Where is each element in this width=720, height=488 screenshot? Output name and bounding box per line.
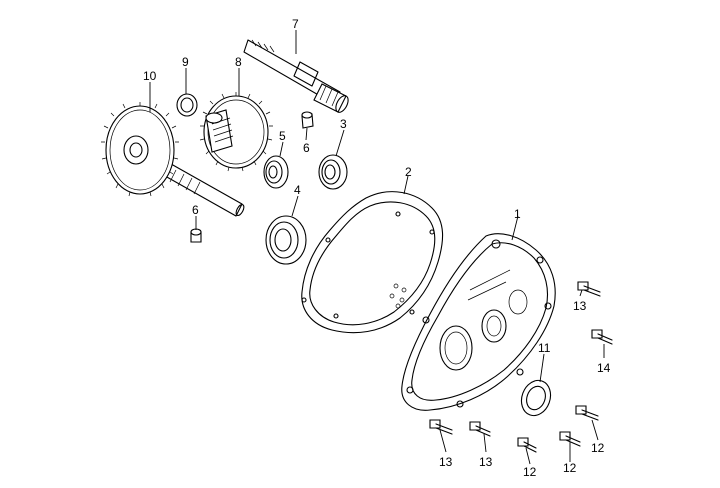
callout-4: 4	[294, 183, 301, 197]
callout-12-mid: 12	[563, 461, 577, 475]
part-12-bolt-mid	[559, 431, 581, 447]
part-13-bolt-right	[577, 281, 601, 297]
callout-11: 11	[538, 341, 551, 355]
callout-7: 7	[292, 17, 299, 31]
part-11-oil-seal	[520, 379, 552, 417]
part-6-dowel-pin-upper	[301, 111, 314, 129]
callout-12-right: 12	[591, 441, 605, 455]
callout-12-left: 12	[523, 465, 537, 479]
callout-1: 1	[514, 207, 521, 221]
callout-2: 2	[405, 165, 412, 179]
part-5-bearing	[263, 155, 289, 189]
part-12-bolt-left	[517, 437, 537, 453]
part-6-dowel-pin-lower	[190, 228, 202, 243]
part-1-transmission-case	[401, 233, 556, 411]
callout-3: 3	[340, 117, 347, 131]
part-13-bolt-lower-left	[429, 419, 453, 435]
part-14-bolt	[591, 329, 613, 345]
part-13-bolt-lower-mid	[469, 421, 491, 437]
callout-13-lower-left: 13	[439, 455, 453, 469]
callout-9: 9	[182, 55, 189, 69]
callout-13-right: 13	[573, 299, 587, 313]
callout-5: 5	[279, 129, 286, 143]
callout-10: 10	[143, 69, 157, 83]
callout-8: 8	[235, 55, 242, 69]
leader-lines	[149, 30, 605, 465]
part-9-washer	[176, 93, 198, 117]
part-2-gasket	[301, 191, 444, 334]
part-7-drive-shaft	[243, 39, 349, 113]
callout-6-lower: 6	[192, 203, 199, 217]
callout-13-lower-mid: 13	[479, 455, 493, 469]
part-4-bearing	[265, 215, 307, 265]
callout-6-upper: 6	[303, 141, 310, 155]
part-3-bearing	[318, 154, 348, 190]
part-12-bolt-right	[575, 405, 599, 421]
part-8-intermediate-gear	[199, 92, 273, 172]
callout-14: 14	[597, 361, 611, 375]
part-10-final-gear-shaft	[101, 102, 245, 217]
